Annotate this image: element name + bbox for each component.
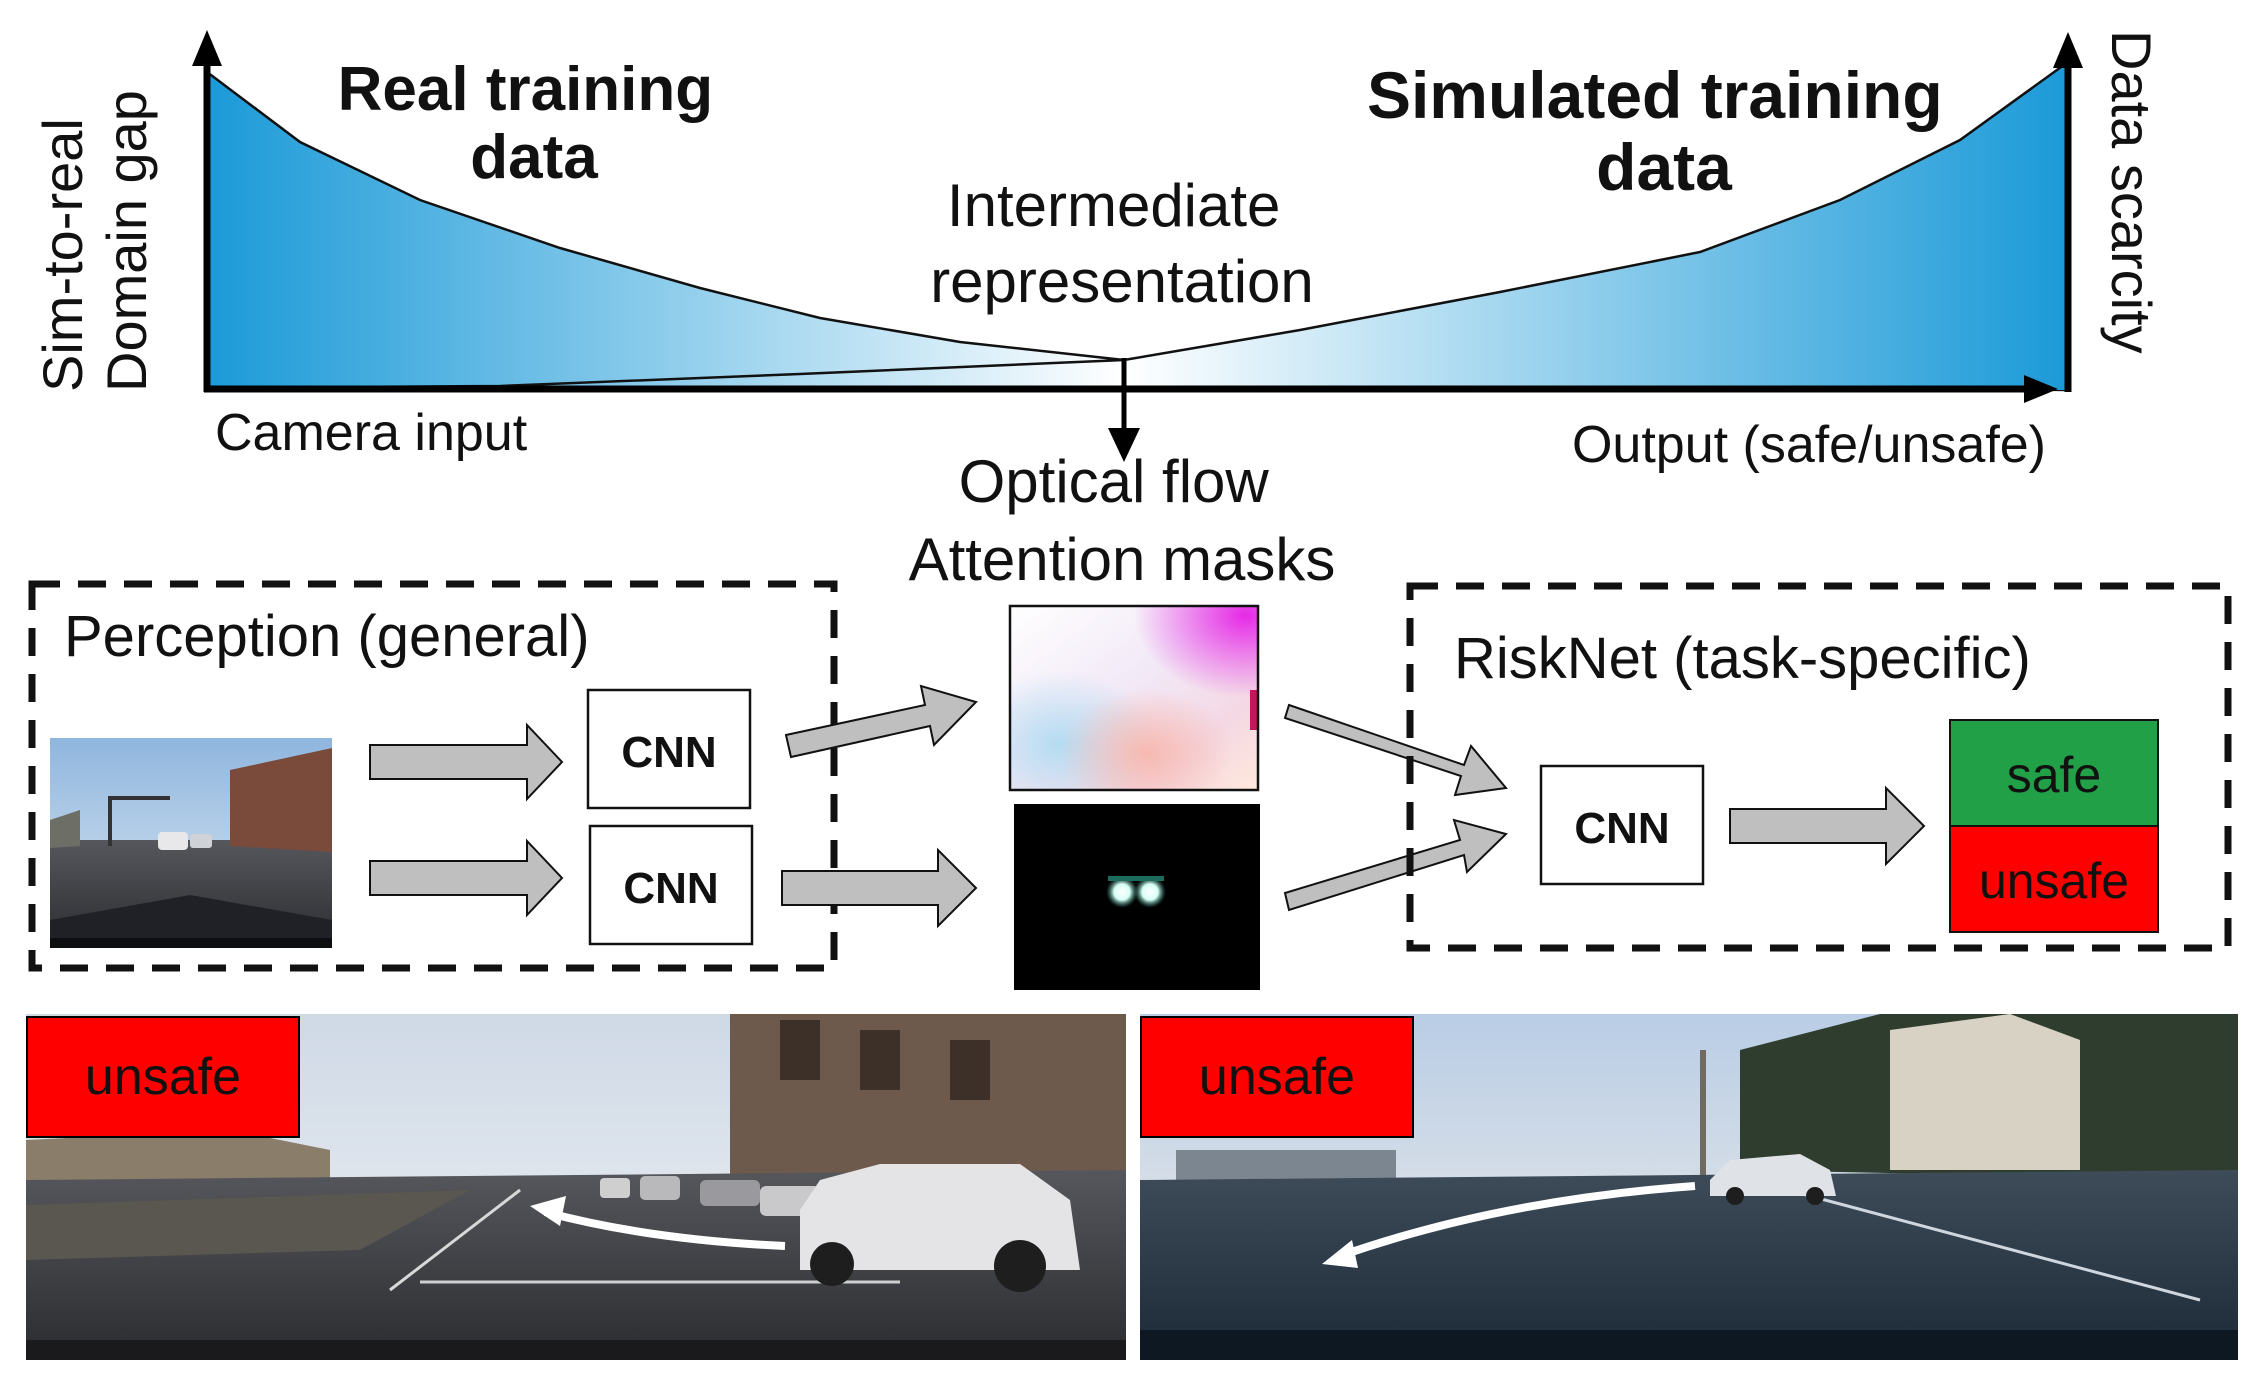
perception-title: Perception (general) — [64, 604, 590, 669]
example-1-unsafe-badge: unsafe — [26, 1016, 300, 1138]
simulated-training-data-label: Simulated training data — [1367, 58, 1961, 204]
y-axis-right-label: Data scarcity — [2100, 30, 2163, 354]
risknet-title: RiskNet (task-specific) — [1454, 626, 2031, 691]
risknet-module: RiskNet (task-specific) CNN safe unsafe — [1406, 582, 2232, 952]
cnn-attention-block: CNN — [588, 824, 754, 946]
arrow-cnn-to-flow — [784, 684, 978, 759]
risknet-cnn-block: CNN — [1539, 764, 1705, 886]
output-label: Output (safe/unsafe) — [1572, 416, 2046, 474]
intermediate-representation-label: Intermediate representation — [930, 172, 1314, 315]
arrow-camera-to-cnn-2 — [369, 838, 564, 918]
y-axis-left-label: Sim-to-real Domain gap — [31, 90, 158, 392]
example-frame-2 — [1140, 1014, 2238, 1360]
arrow-cnn-to-attention — [781, 847, 978, 929]
data-scarcity-curve — [206, 60, 2069, 390]
risknet-dashed-box — [1406, 582, 2232, 952]
tradeoff-plot: Sim-to-real Domain gap Data scarcity Rea… — [31, 30, 2163, 474]
perception-dashed-box — [28, 580, 838, 972]
cnn-attention-label: CNN — [623, 864, 718, 913]
optical-flow-image — [1008, 604, 1260, 792]
output-safe-label: safe — [2007, 747, 2102, 803]
attention-mask-image — [1014, 804, 1260, 990]
representation-labels: Optical flow Attention masks — [909, 448, 1336, 593]
data-scarcity-area — [1124, 62, 2068, 390]
arrow-flow-to-risknet — [1283, 703, 1508, 797]
perception-module: Perception (general) CNN CNN — [28, 580, 838, 972]
cnn-flow-block: CNN — [586, 688, 752, 810]
risknet-cnn-label: CNN — [1574, 804, 1669, 853]
y-axis-left-arrowhead — [192, 30, 222, 66]
domain-gap-area — [207, 72, 1124, 390]
x-axis-arrowhead — [2024, 375, 2058, 403]
arrow-camera-to-cnn-1 — [369, 722, 564, 802]
output-unsafe: unsafe — [1949, 825, 2159, 933]
cnn-flow-label: CNN — [621, 728, 716, 777]
camera-input-image — [50, 738, 332, 948]
real-training-data-label: Real training data — [338, 55, 731, 192]
arrow-cnn-to-output — [1729, 785, 1926, 867]
y-axis-right-arrowhead — [2053, 32, 2083, 68]
example-2-unsafe-badge: unsafe — [1140, 1016, 1414, 1138]
intermediate-pointer-head — [1108, 428, 1140, 462]
arrow-attention-to-risknet — [1283, 818, 1508, 912]
output-unsafe-label: unsafe — [1979, 853, 2129, 909]
output-safe: safe — [1949, 719, 2159, 827]
camera-input-label: Camera input — [215, 404, 528, 462]
